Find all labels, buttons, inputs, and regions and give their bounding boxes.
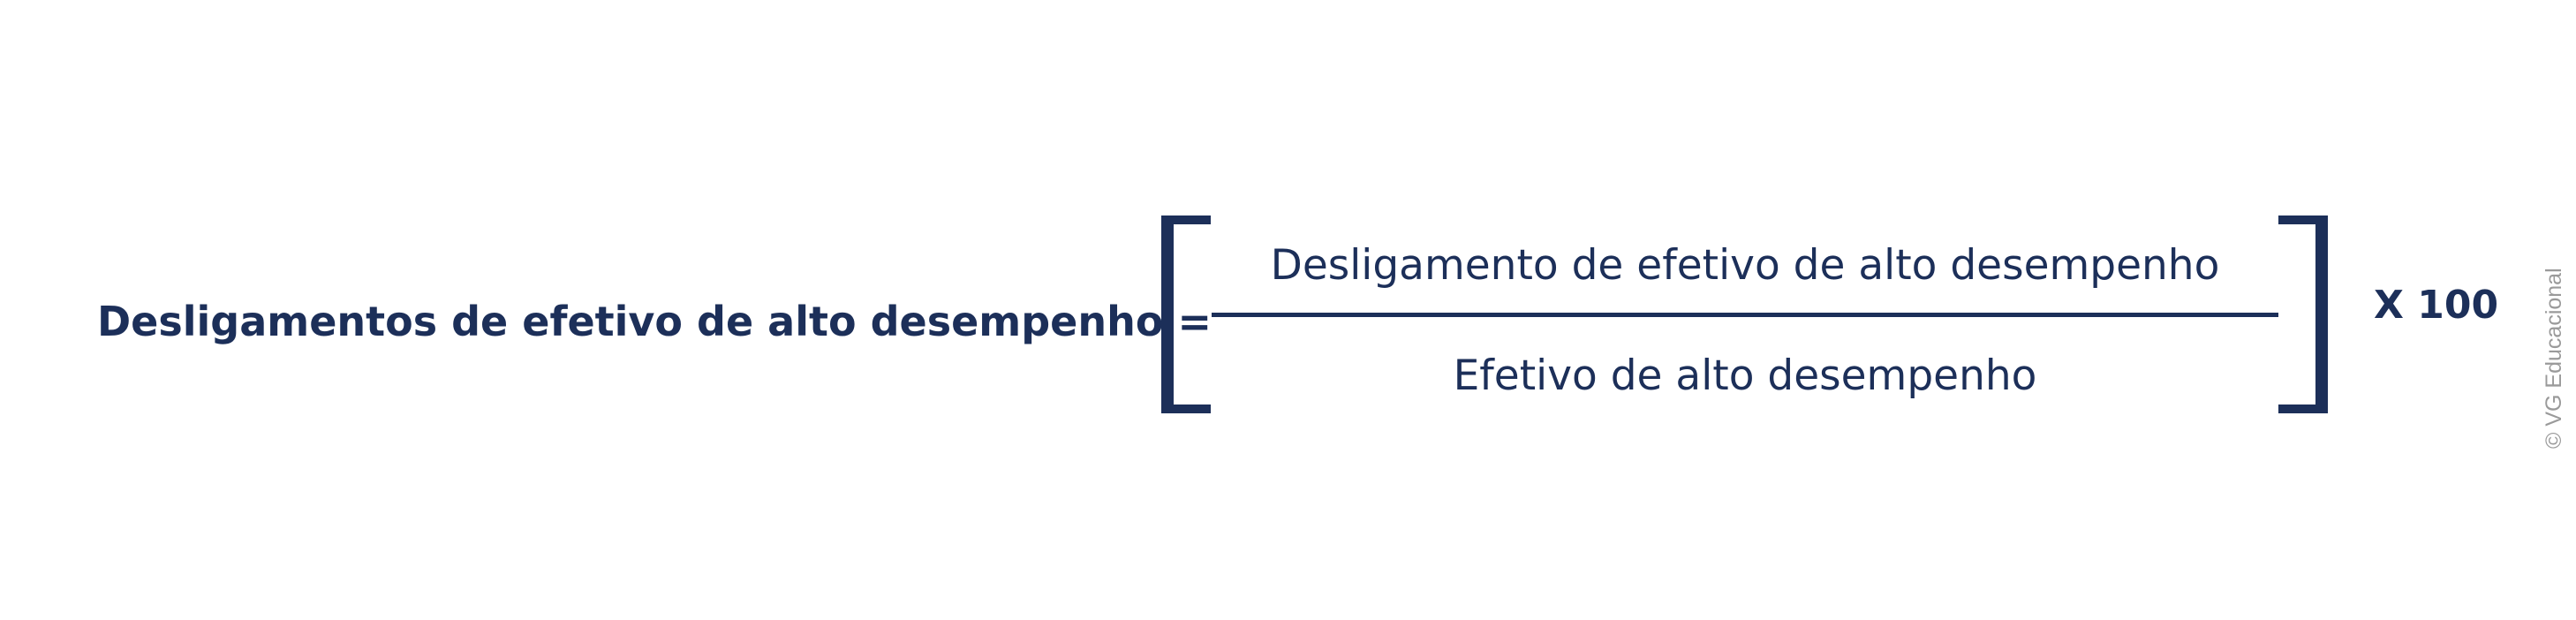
fraction-bar xyxy=(1212,313,2278,317)
formula-lhs: Desligamentos de efetivo de alto desempe… xyxy=(97,298,1212,345)
formula-multiplier: X 100 xyxy=(2374,283,2499,328)
left-bracket xyxy=(1161,215,1211,413)
right-bracket xyxy=(2278,215,2328,413)
copyright-watermark: © VG Educacional xyxy=(2542,268,2566,449)
fraction-numerator: Desligamento de efetivo de alto desempen… xyxy=(1270,241,2220,290)
fraction-denominator: Efetivo de alto desempenho xyxy=(1453,352,2037,400)
